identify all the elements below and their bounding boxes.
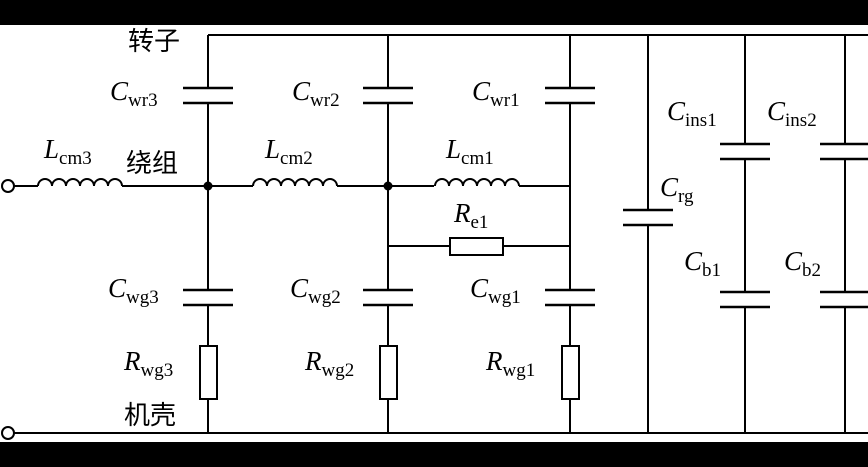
capacitor-Cins2 [820,142,868,161]
ground-terminal [1,426,15,440]
label-Cb2: Cb2 [784,246,821,281]
capacitor-Cwg2 [363,288,413,307]
capacitor-Cb1 [720,290,770,309]
label-Crg: Crg [660,172,694,207]
label-Cwg2: Cwg2 [290,273,341,308]
resistor-Rwg3 [199,345,218,400]
input-terminal [1,179,15,193]
inductor-Lcm3 [37,178,123,187]
label-Rwg2: Rwg2 [304,346,354,381]
label-Lcm1: Lcm1 [445,134,494,169]
label-Rwg3: Rwg3 [123,346,173,381]
capacitor-Cwr1 [545,86,595,105]
label-Cwr1: Cwr1 [472,76,520,111]
label-Rwg1: Rwg1 [485,346,535,381]
capacitor-Cwg3 [183,288,233,307]
label-Lcm3: Lcm3 [43,134,92,169]
capacitor-Cb2 [820,290,868,309]
capacitor-Crg [623,208,673,227]
junction-dot [203,181,213,191]
label-Re1: Re1 [453,198,488,233]
capacitor-Cwr3 [183,86,233,105]
label-Cwr3: Cwr3 [110,76,158,111]
label-Cb1: Cb1 [684,246,721,281]
label-Cwg3: Cwg3 [108,273,159,308]
diagram-area [0,25,868,442]
rotor-label: 转子 [128,27,180,57]
resistor-Rwg1 [561,345,580,400]
label-Cins1: Cins1 [667,96,717,131]
capacitor-Cwr2 [363,86,413,105]
housing-label: 机壳 [124,401,176,431]
label-Cwg1: Cwg1 [470,273,521,308]
capacitor-Cins1 [720,142,770,161]
resistor-Rwg2 [379,345,398,400]
wiring [14,34,868,434]
inductor-Lcm2 [252,178,338,187]
label-Cins2: Cins2 [767,96,817,131]
label-Lcm2: Lcm2 [264,134,313,169]
winding-label: 绕组 [126,149,178,179]
inductor-Lcm1 [434,178,520,187]
label-Cwr2: Cwr2 [292,76,340,111]
capacitor-Cwg1 [545,288,595,307]
resistor-Re1 [449,237,504,256]
junction-dot [383,181,393,191]
